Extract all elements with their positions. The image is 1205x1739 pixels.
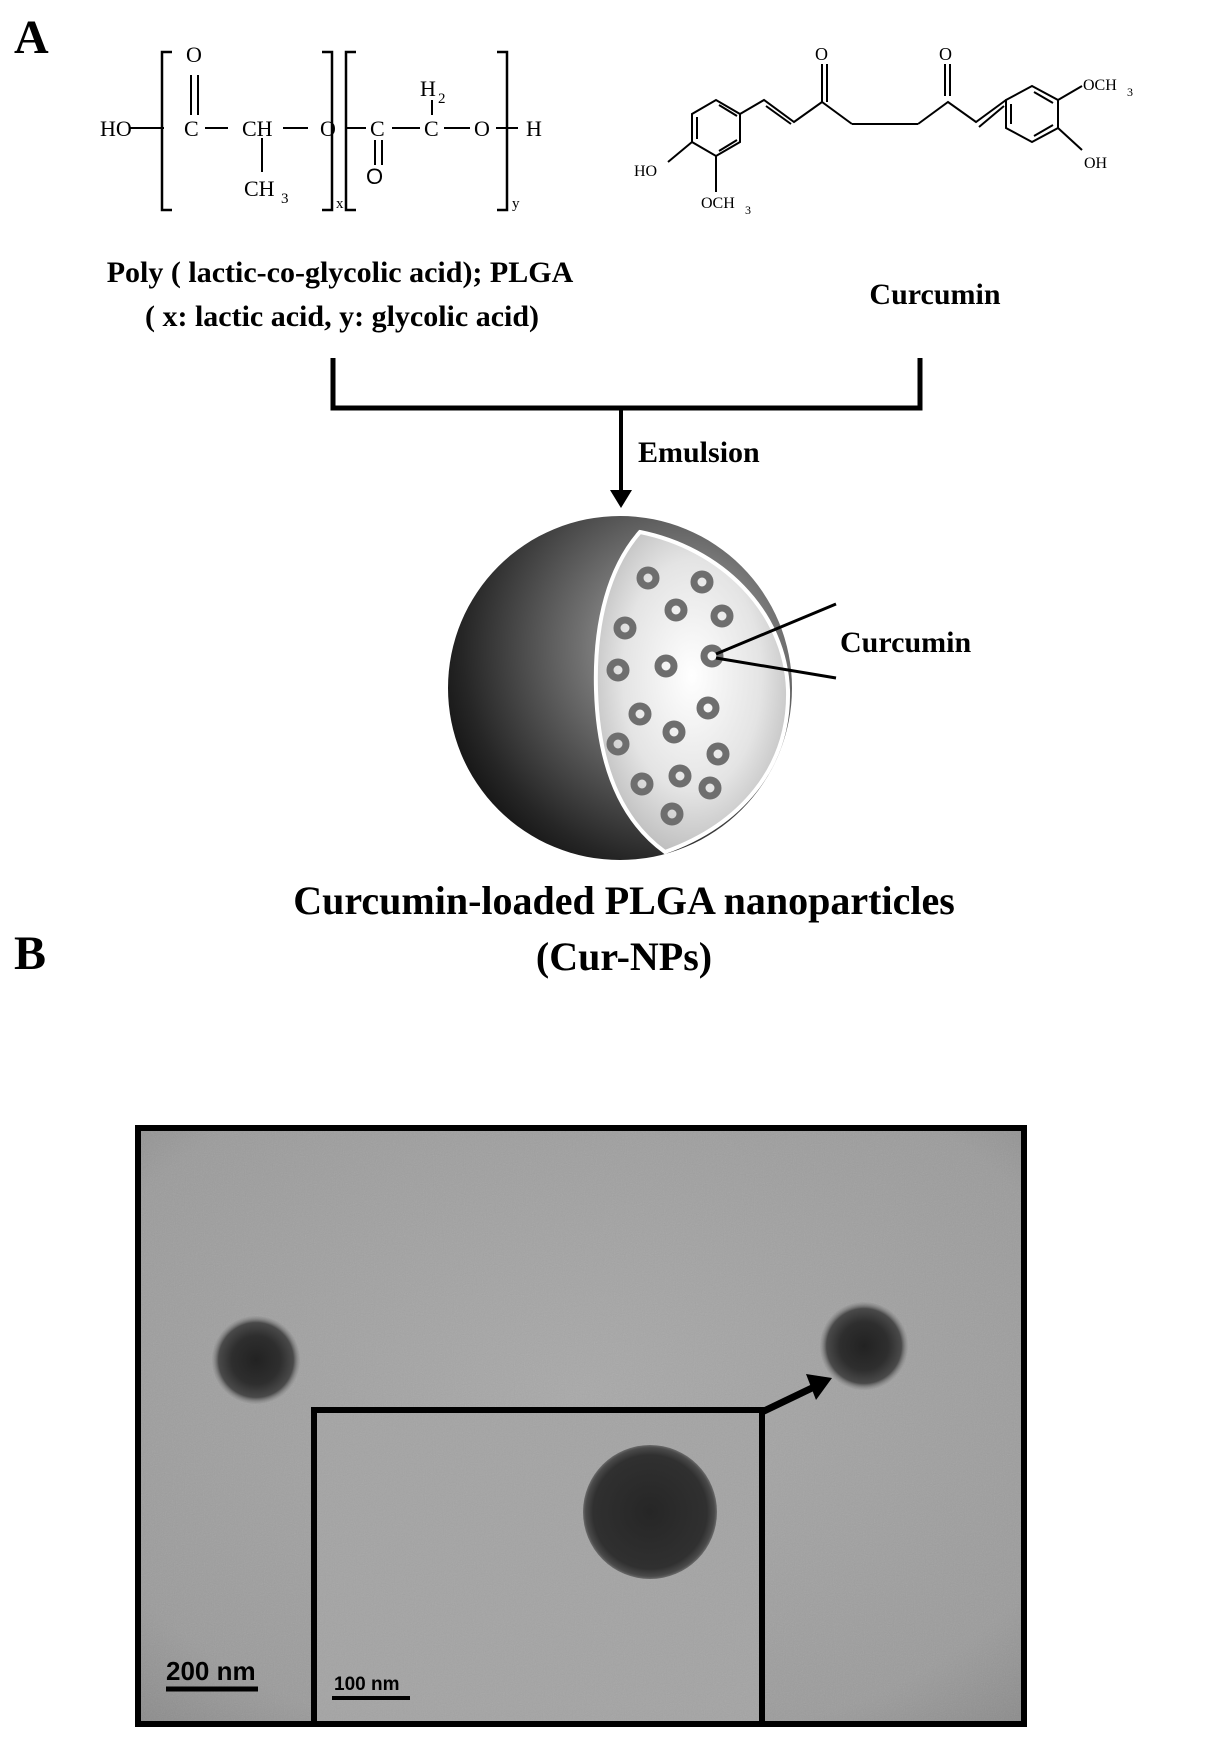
curcumin-name: Curcumin <box>869 278 1000 311</box>
plga-o2: O <box>474 116 490 141</box>
scale-label-main: 200 nm <box>166 1656 256 1686</box>
plga-c1: C <box>184 116 199 141</box>
tem-inset <box>311 1407 765 1727</box>
plga-c2: C <box>370 116 385 141</box>
plga-name: Poly ( lactic-co-glycolic acid); PLGA <box>107 256 574 289</box>
nanoparticle-core <box>593 529 791 855</box>
panel-a-label: A <box>14 11 49 64</box>
plga-o-top: O <box>186 42 202 67</box>
nanoparticle-left <box>212 1316 300 1404</box>
plga-sub-x: x <box>336 196 344 212</box>
plga-ho: HO <box>100 116 132 141</box>
curcumin-structure <box>667 64 1083 192</box>
curcumin-o-right: O <box>939 44 952 64</box>
plga-structure: HO C O CH CH 3 O C O C H 2 O H x y <box>100 42 542 212</box>
curcumin-och3-top-sub: 3 <box>1127 85 1133 99</box>
product-title: Curcumin-loaded PLGA nanoparticles <box>293 878 955 923</box>
plga-h2-sub: 2 <box>438 91 446 107</box>
plga-ch3: CH <box>244 176 275 201</box>
plga-ch3-sub: 3 <box>281 191 289 207</box>
curcumin-atoms: O O HO OCH 3 OCH 3 OH <box>634 44 1133 217</box>
down-arrow-icon <box>610 490 632 508</box>
scale-label-inset: 100 nm <box>334 1674 399 1695</box>
inset-nanoparticle <box>583 1445 717 1579</box>
plga-sub-y: y <box>512 196 520 212</box>
product-abbrev: (Cur-NPs) <box>536 934 712 979</box>
curcumin-ho: HO <box>634 163 657 180</box>
curcumin-oh: OH <box>1084 155 1108 172</box>
plga-o1: O <box>320 116 336 141</box>
panel-b-label: B <box>14 927 47 980</box>
inset-arrow-icon <box>806 1374 832 1400</box>
tem-micrograph: 200 nm 100 nm <box>135 1125 1027 1727</box>
nanoparticle-right <box>820 1302 908 1390</box>
curcumin-och3-bottom-sub: 3 <box>745 203 751 217</box>
nanoparticle-illustration <box>448 516 837 860</box>
curcumin-och3-top: OCH <box>1083 77 1117 94</box>
emulsion-label: Emulsion <box>638 436 760 469</box>
curcumin-dots <box>606 566 734 826</box>
curcumin-och3-bottom: OCH <box>701 195 735 212</box>
plga-h2: H <box>420 76 436 101</box>
inner-curcumin-label: Curcumin <box>840 626 971 659</box>
plga-o-bottom: O <box>366 164 383 189</box>
curcumin-o-left: O <box>815 44 828 64</box>
plga-h: H <box>526 116 542 141</box>
plga-ch: CH <box>242 116 273 141</box>
plga-c3: C <box>424 116 439 141</box>
plga-note: ( x: lactic acid, y: glycolic acid) <box>145 300 539 333</box>
emulsion-connector <box>330 358 923 508</box>
